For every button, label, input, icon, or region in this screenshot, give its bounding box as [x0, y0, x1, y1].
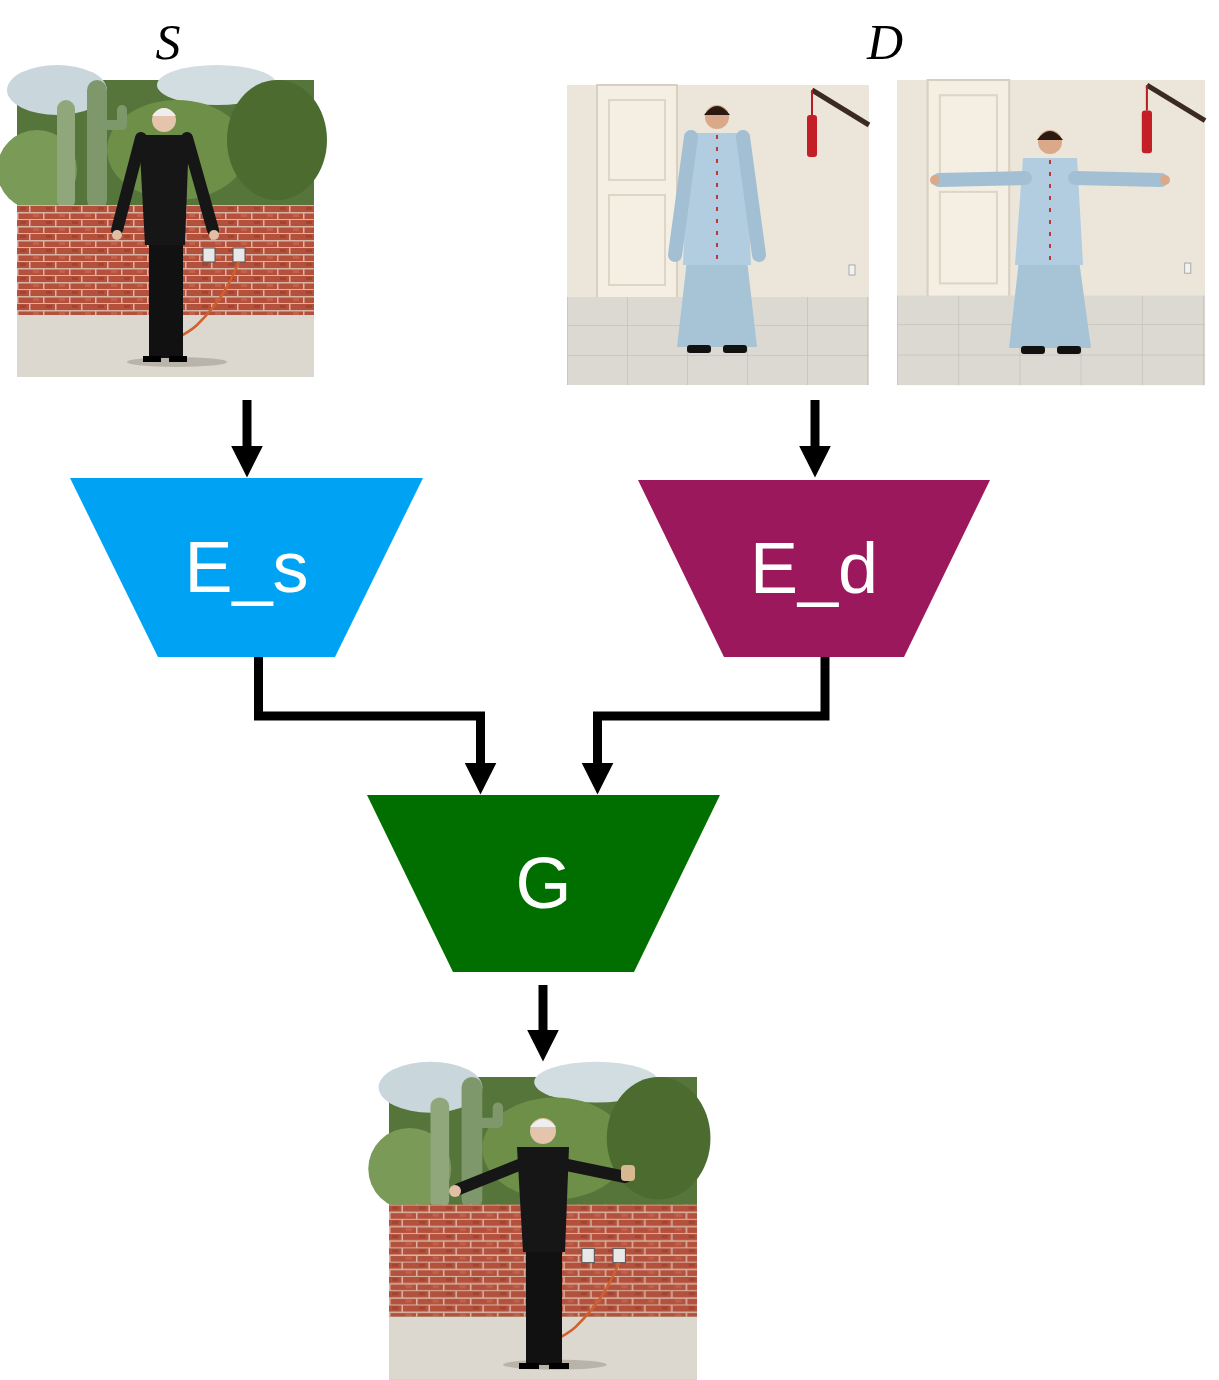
output-photo-part	[519, 1363, 539, 1369]
trapezoid-fill	[638, 480, 990, 657]
source-photo-part	[117, 138, 141, 230]
output-photo-part	[567, 1165, 625, 1177]
driving-photo-part	[567, 85, 869, 385]
driving-photo-part	[939, 178, 1025, 180]
driving-photo-part	[1160, 175, 1170, 185]
output-arrow	[539, 985, 548, 1036]
output-photo-part-part	[368, 1062, 710, 1380]
driving-photo-part	[1009, 260, 1091, 348]
driving-photo-part	[1049, 160, 1051, 260]
driving-photo-part	[687, 345, 711, 353]
generator-trapezoid: G	[367, 795, 720, 972]
driving-photo-part-part	[897, 80, 1205, 385]
node-body: E_d	[638, 480, 990, 657]
node-body: G	[367, 795, 720, 972]
driving-photo-part	[675, 137, 691, 255]
driving-photo-part	[1037, 131, 1063, 140]
source-photo-part	[169, 356, 187, 362]
input-label: D	[867, 17, 903, 67]
source-photo-part	[209, 230, 219, 240]
encoder-trapezoid: E_s	[70, 478, 423, 657]
source-photo-part	[0, 65, 327, 377]
source-photo-part	[187, 138, 213, 230]
connector-arrow	[598, 657, 826, 769]
source-photo-part	[152, 108, 176, 132]
source-photo-part	[139, 135, 189, 245]
driving-photo-part	[723, 345, 747, 353]
input-arrow	[811, 400, 820, 452]
driving-photo-part	[930, 175, 940, 185]
encoder-trapezoid: E_d	[638, 480, 990, 657]
connector-arrow	[259, 657, 481, 769]
driving-photo-part	[1021, 346, 1045, 354]
driving-photo-part	[1075, 178, 1161, 180]
driving-photo-part	[1057, 346, 1081, 354]
source-photo-part	[112, 230, 122, 240]
driving-photo-part	[897, 80, 1205, 385]
input-label: S	[156, 17, 181, 67]
output-photo-part	[530, 1118, 556, 1144]
output-photo-part	[449, 1185, 461, 1197]
driving-photo	[567, 85, 869, 385]
output-photo-part	[530, 1119, 556, 1127]
source-photo-part	[143, 356, 161, 362]
output-photo-part	[459, 1165, 519, 1189]
driving-photo-part	[677, 260, 757, 347]
output-photo	[368, 1062, 710, 1380]
source-photo-part	[152, 108, 176, 116]
driving-photo-part	[704, 106, 730, 115]
output-photo-part	[549, 1363, 569, 1369]
node-label: E_d	[750, 529, 878, 608]
node-label: E_s	[184, 528, 308, 607]
output-photo-part	[517, 1147, 569, 1252]
source-photo	[0, 65, 327, 377]
trapezoid-fill	[367, 795, 720, 972]
driving-photo-part	[743, 137, 759, 255]
output-photo-part	[526, 1247, 562, 1365]
driving-photo-part	[716, 135, 718, 260]
driving-photo-part	[1038, 130, 1062, 154]
driving-photo-part	[705, 105, 729, 129]
output-photo-part	[368, 1062, 710, 1380]
node-label: G	[515, 844, 571, 923]
driving-photo	[897, 80, 1205, 385]
input-arrow	[243, 400, 252, 452]
trapezoid-fill	[70, 478, 423, 657]
output-photo-part	[621, 1165, 635, 1181]
source-photo-part	[149, 240, 183, 358]
node-body: E_s	[70, 478, 423, 657]
